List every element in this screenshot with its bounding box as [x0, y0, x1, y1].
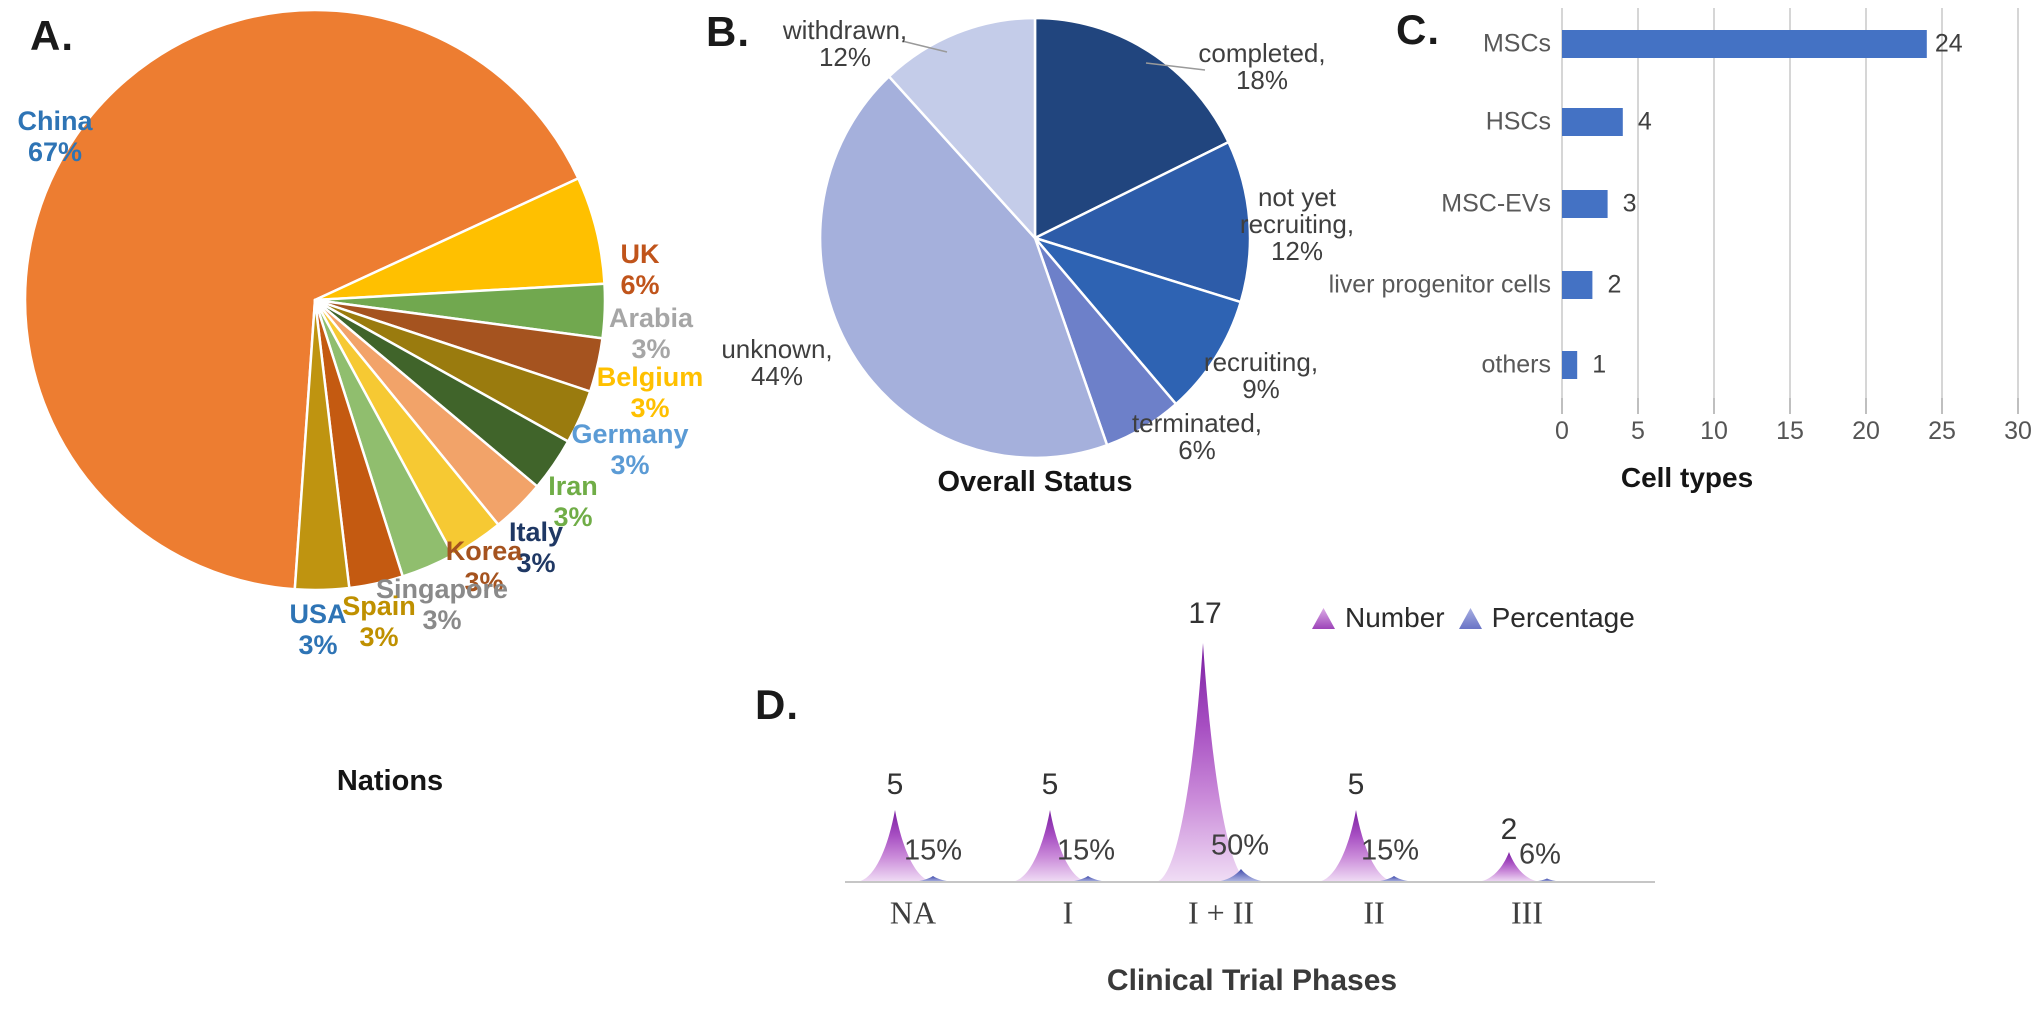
status-label-completed-: completed,18% — [1198, 38, 1326, 95]
x-tick-label-0: 0 — [1555, 417, 1569, 445]
percentage-peak-III — [1525, 878, 1569, 882]
bar-liver-progenitor-cells — [1562, 271, 1593, 299]
x-tick-label-10: 10 — [1700, 417, 1728, 445]
bar-category-MSCs: MSCs — [1482, 29, 1551, 58]
x-tick-label-5: 5 — [1631, 417, 1645, 445]
bar-value-MSC-EVs: 3 — [1622, 189, 1637, 218]
percentage-value-II: 15% — [1360, 834, 1420, 867]
nations-title: Nations — [336, 765, 444, 797]
x-tick-label-30: 30 — [2004, 417, 2032, 445]
pie-slice-unknown- — [818, 75, 1109, 460]
status-label-terminated-: terminated,6% — [1131, 408, 1263, 465]
phase-label-III: III — [1511, 894, 1543, 931]
overall-status-pie — [818, 16, 1252, 460]
legend-item-number: Number — [1312, 602, 1445, 634]
nations-pie — [23, 8, 607, 592]
x-tick-label-20: 20 — [1852, 417, 1880, 445]
phases-legend: Number Percentage — [1312, 602, 1635, 634]
panel-b-letter: B. — [706, 8, 750, 55]
bar-category-HSCs: HSCs — [1485, 107, 1551, 136]
percentage-peak-I — [1062, 876, 1114, 882]
status-label-withdrawn-: withdrawn,12% — [782, 15, 908, 72]
pie-slice-completed- — [1033, 16, 1230, 240]
percentage-peak-I-II — [1211, 869, 1271, 882]
pie-slice-not-yet-recruiting- — [1033, 140, 1252, 304]
bar-MSC-EVs — [1562, 190, 1608, 218]
completed-leader-line — [1145, 62, 1206, 71]
bar-category-MSC-EVs: MSC-EVs — [1441, 189, 1551, 218]
number-triangle-icon — [1312, 607, 1335, 629]
x-tick-label-15: 15 — [1776, 417, 1804, 445]
number-value-I: 5 — [1041, 768, 1059, 801]
percentage-peak-II — [1368, 876, 1420, 882]
number-peak-I — [1010, 810, 1090, 882]
overall-status-title: Overall Status — [937, 466, 1133, 498]
percentage-value-I: 15% — [1056, 834, 1116, 867]
pie-slice-China — [23, 8, 580, 591]
bar-value-MSCs: 24 — [1934, 29, 1963, 58]
phase-label-I: I — [1062, 894, 1074, 931]
number-peak-II — [1316, 810, 1396, 882]
percentage-value-III: 6% — [1519, 838, 1561, 871]
number-peak-I-II — [1155, 643, 1251, 882]
bar-value-liver-progenitor-cells: 2 — [1607, 270, 1622, 299]
phase-label-II: II — [1363, 894, 1385, 931]
panel-d-letter: D. — [755, 681, 799, 728]
legend-label-number: Number — [1345, 602, 1445, 633]
percentage-value-I-II: 50% — [1210, 829, 1270, 862]
status-label-unknown-: unknown,44% — [721, 334, 833, 391]
clinical-phases-area-chart — [845, 643, 1655, 883]
withdrawn-leader-line — [901, 40, 948, 53]
cell-types-bar-chart — [1561, 8, 2019, 414]
pie-slice-recruiting- — [1033, 236, 1242, 406]
legend-label-percentage: Percentage — [1491, 602, 1635, 633]
bar-category-liver-progenitor-cells: liver progenitor cells — [1328, 270, 1551, 299]
cell-types-title: Cell types — [1620, 462, 1754, 493]
bar-value-HSCs: 4 — [1637, 107, 1652, 136]
legend-item-percentage: Percentage — [1458, 602, 1635, 634]
status-label-recruiting-: recruiting,9% — [1203, 347, 1319, 404]
clinical-phases-title: Clinical Trial Phases — [1106, 964, 1398, 997]
pie-slice-USA — [293, 298, 351, 592]
pie-slice-withdrawn- — [887, 16, 1037, 240]
percentage-value-NA: 15% — [903, 834, 963, 867]
bar-MSCs — [1562, 30, 1927, 58]
panel-a-letter: A. — [30, 12, 74, 59]
phase-label-NA: NA — [889, 894, 937, 931]
panel-c-letter: C. — [1396, 6, 1440, 53]
x-tick-label-25: 25 — [1928, 417, 1956, 445]
number-value-III: 2 — [1500, 813, 1518, 846]
percentage-triangle-icon — [1458, 607, 1482, 629]
percentage-peak-NA — [907, 876, 959, 882]
number-peak-NA — [855, 810, 935, 882]
phase-label-I-II: I + II — [1187, 894, 1255, 931]
number-value-I-II: 17 — [1188, 597, 1222, 630]
number-value-II: 5 — [1347, 768, 1365, 801]
bar-others — [1562, 351, 1578, 379]
bar-HSCs — [1562, 108, 1623, 136]
number-value-NA: 5 — [886, 768, 904, 801]
bar-value-others: 1 — [1592, 350, 1607, 379]
number-peak-III — [1475, 852, 1543, 882]
bar-category-others: others — [1481, 350, 1551, 379]
